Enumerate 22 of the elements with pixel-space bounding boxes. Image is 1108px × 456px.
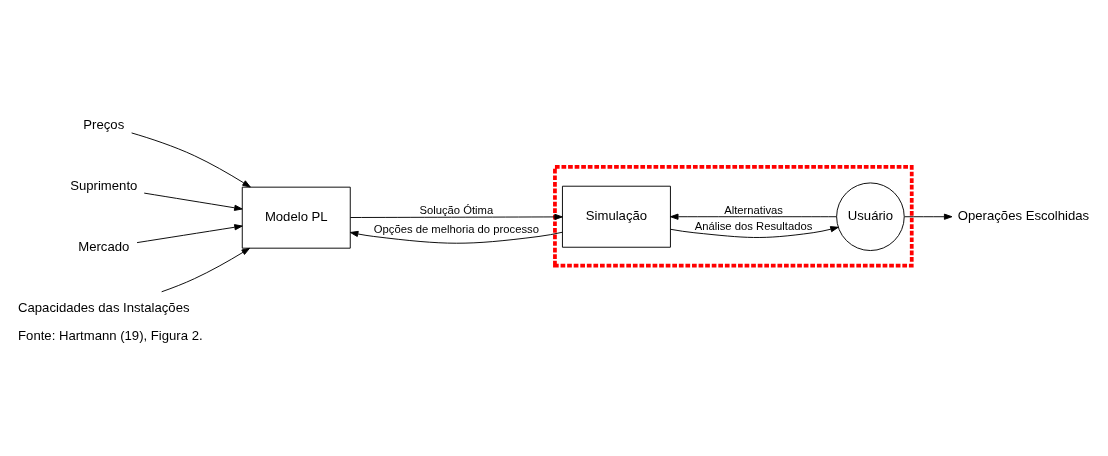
arrow: [350, 213, 563, 220]
node-text: Operações Escolhidas: [957, 208, 1090, 224]
arrow: [161, 247, 250, 293]
edge-label: Alternativas: [724, 203, 783, 216]
arrow: [143, 192, 243, 211]
node-circle: Usuário: [836, 182, 905, 251]
node-text: Mercado: [78, 239, 130, 255]
arrow: [131, 132, 251, 188]
node-box: Modelo PL: [241, 186, 351, 249]
edge-label: Solução Ótima: [419, 204, 494, 217]
edge-label: Análise dos Resultados: [694, 219, 813, 232]
caption: Fonte: Hartmann (19), Figura 2.: [18, 327, 203, 343]
arrow: [349, 230, 563, 244]
arrow: [904, 213, 953, 220]
node-text: Capacidades das Instalações: [18, 300, 190, 316]
arrow: [670, 226, 839, 238]
node-box: Simulação: [562, 185, 671, 248]
node-text: Preços: [83, 117, 125, 133]
arrow: [136, 224, 243, 244]
node-text: Suprimento: [70, 178, 138, 194]
edge-label: Opções de melhoria do processo: [373, 223, 539, 236]
arrow: [670, 213, 837, 220]
